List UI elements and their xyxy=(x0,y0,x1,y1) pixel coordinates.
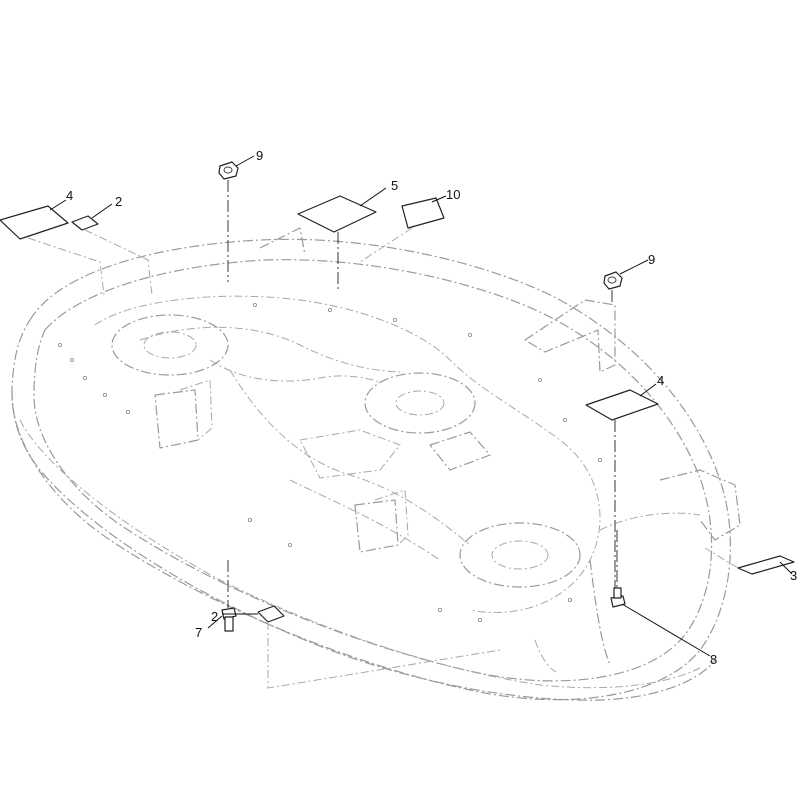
callouts: 9 4 2 5 10 9 4 3 7 2 8 xyxy=(66,148,797,667)
deck-holes xyxy=(58,302,603,623)
callout-7: 7 xyxy=(195,625,202,640)
mower-deck-outline xyxy=(11,227,741,701)
callout-8: 8 xyxy=(710,652,717,667)
decal-part-10 xyxy=(359,197,445,263)
nut-part-9-right xyxy=(603,271,623,305)
callout-9-right: 9 xyxy=(648,252,655,267)
decal-part-5 xyxy=(297,195,377,292)
callout-10: 10 xyxy=(446,187,460,202)
leader-lines xyxy=(49,155,793,657)
decal-part-4-left xyxy=(0,205,105,296)
bolt-part-7 xyxy=(221,560,237,632)
decal-part-3 xyxy=(704,547,795,575)
callout-2-top: 2 xyxy=(115,194,122,209)
decal-part-2-bottom xyxy=(257,605,501,689)
nut-part-9-top xyxy=(218,161,239,282)
callout-9-top: 9 xyxy=(256,148,263,163)
decal-part-2-top xyxy=(71,215,153,296)
bolt-part-8 xyxy=(610,530,626,608)
callout-2-bottom: 2 xyxy=(211,609,218,624)
callout-3: 3 xyxy=(790,568,797,583)
callout-4-left: 4 xyxy=(66,188,73,203)
decal-part-4-right xyxy=(585,389,659,590)
callout-4-right: 4 xyxy=(657,373,664,388)
callout-5: 5 xyxy=(391,178,398,193)
